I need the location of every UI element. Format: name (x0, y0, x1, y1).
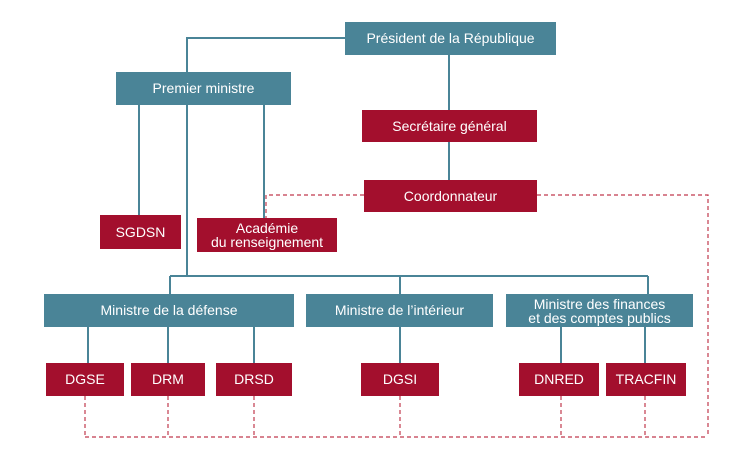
line-president-premier (186, 37, 345, 74)
node-dnred-label: DNRED (534, 371, 584, 387)
dashed-coordonnateur-right (537, 194, 709, 437)
node-tracfin: TRACFIN (606, 363, 686, 396)
node-dgsi-label: DGSI (382, 371, 418, 387)
node-sgdsn: SGDSN (100, 215, 181, 249)
node-sgdsn-label: SGDSN (115, 223, 166, 240)
node-premier-ministre-label: Premier ministre (152, 80, 255, 96)
node-drm-label: DRM (152, 371, 184, 387)
node-ministre-interieur: Ministre de l’intérieur (306, 294, 493, 327)
node-dgsi: DGSI (361, 363, 439, 396)
node-academie-line2: du renseignement (210, 234, 324, 250)
node-ministre-finances-line2: et des comptes publics (528, 309, 671, 326)
node-ministre-defense-label: Ministre de la défense (100, 302, 238, 318)
node-dgse-label: DGSE (65, 371, 105, 387)
node-academie-line1: Académie (235, 220, 299, 236)
node-president-label: Président de la République (366, 30, 535, 46)
node-tracfin-label: TRACFIN (615, 371, 677, 387)
node-ministre-interieur-label: Ministre de l’intérieur (334, 302, 465, 318)
node-coordonnateur: Coordonnateur (364, 180, 537, 212)
node-president: Président de la République (345, 22, 556, 55)
node-ministre-finances-line1: Ministre des finances (533, 295, 666, 312)
node-coordonnateur-label: Coordonnateur (403, 187, 498, 204)
dashed-coordonnateur-left (265, 194, 364, 218)
node-dgse: DGSE (46, 363, 124, 396)
node-dnred: DNRED (519, 363, 599, 396)
node-drsd-label: DRSD (234, 371, 274, 387)
node-ministre-defense: Ministre de la défense (44, 294, 294, 327)
node-secretaire-general: Secrétaire général (362, 110, 537, 142)
node-drsd: DRSD (216, 363, 292, 396)
node-secretaire-general-label: Secrétaire général (392, 117, 507, 134)
node-ministre-finances: Ministre des finances et des comptes pub… (506, 294, 693, 327)
node-drm: DRM (131, 363, 205, 396)
node-premier-ministre: Premier ministre (116, 72, 291, 105)
node-academie: Académie du renseignement (197, 218, 337, 252)
